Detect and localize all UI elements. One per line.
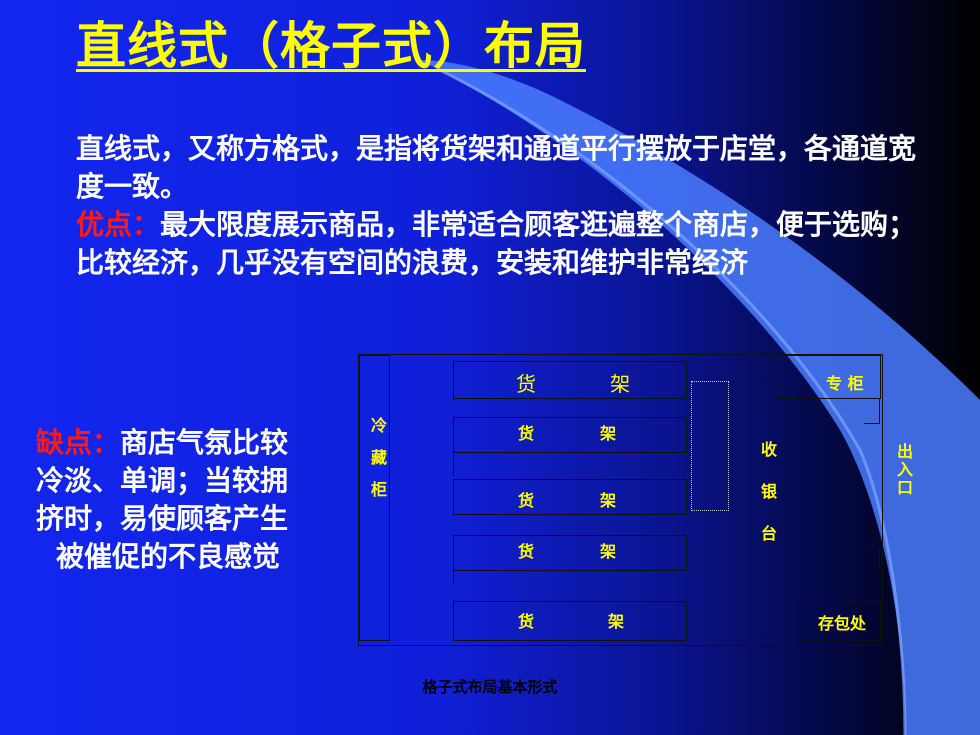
baggage-counter: 存包处 xyxy=(799,601,881,641)
shelf-5-right: 架 xyxy=(608,612,625,631)
shelf-5-left: 货 xyxy=(518,612,535,631)
store-layout-diagram: 冷藏柜 货 架 货 架 货 架 货 架 货 架 收银台 专 柜 出入口 存包处 xyxy=(358,354,913,646)
cons-line-1: 商店气氛比较 xyxy=(120,426,289,459)
shelf-3: 货 架 xyxy=(453,479,687,515)
cons-line-2: 冷淡、单调；当较拥 xyxy=(36,464,289,497)
entrance-label: 出入口 xyxy=(894,443,913,497)
pros-label: 优点： xyxy=(76,208,161,241)
special-counter: 专 柜 xyxy=(773,355,881,399)
shelf-2-right: 架 xyxy=(600,424,617,443)
cons-text: 缺点：商店气氛比较 冷淡、单调；当较拥 挤时，易使顾客产生 被催促的不良感觉 xyxy=(36,424,341,576)
entrance-wall-top xyxy=(879,399,880,423)
slide-title: 直线式（格子式）布局 xyxy=(76,17,586,75)
slide-footer: 格子式布局基本形式 xyxy=(422,678,558,696)
cons-line-3: 挤时，易使顾客产生 xyxy=(36,502,289,535)
definition-text: 直线式，又称方格式，是指将货架和通道平行摆放于店堂，各通道宽度一致。 xyxy=(76,132,917,203)
special-counter-label: 专 柜 xyxy=(826,374,864,393)
pros-text: 优点：最大限度展示商品，非常适合顾客逛遍整个商店，便于选购；比较经济，几乎没有空… xyxy=(76,206,936,282)
cons-label: 缺点： xyxy=(36,426,121,459)
aisle-line xyxy=(453,455,454,477)
intro-paragraph: 直线式，又称方格式，是指将货架和通道平行摆放于店堂，各通道宽度一致。 优点：最大… xyxy=(76,130,936,282)
cold-cabinet-label: 冷藏柜 xyxy=(368,417,387,513)
shelf-4: 货 架 xyxy=(453,535,687,571)
aisle-line xyxy=(453,571,454,585)
cold-cabinet xyxy=(359,355,390,641)
entrance-wall-bottom xyxy=(879,549,880,569)
shelf-2-left: 货 xyxy=(518,424,535,443)
baggage-label: 存包处 xyxy=(818,614,867,633)
shelf-4-right: 架 xyxy=(600,542,617,561)
shelf-5: 货 架 xyxy=(453,601,687,641)
shelf-2: 货 架 xyxy=(453,417,687,453)
shelf-3-left: 货 xyxy=(518,491,535,510)
shelf-3-right: 架 xyxy=(600,491,617,510)
dotted-pillar xyxy=(691,381,729,511)
shelf-4-left: 货 xyxy=(518,542,535,561)
entrance-tick-top xyxy=(864,423,880,424)
shelf-1-left: 货 xyxy=(516,372,536,396)
entrance-tick-bottom xyxy=(864,549,880,550)
pros-content: 最大限度展示商品，非常适合顾客逛遍整个商店，便于选购；比较经济，几乎没有空间的浪… xyxy=(76,208,917,279)
shelf-1-right: 架 xyxy=(610,372,630,396)
cons-line-4: 被催促的不良感觉 xyxy=(56,540,281,573)
shelf-1: 货 架 xyxy=(453,361,687,399)
checkout-label: 收银台 xyxy=(758,441,777,567)
